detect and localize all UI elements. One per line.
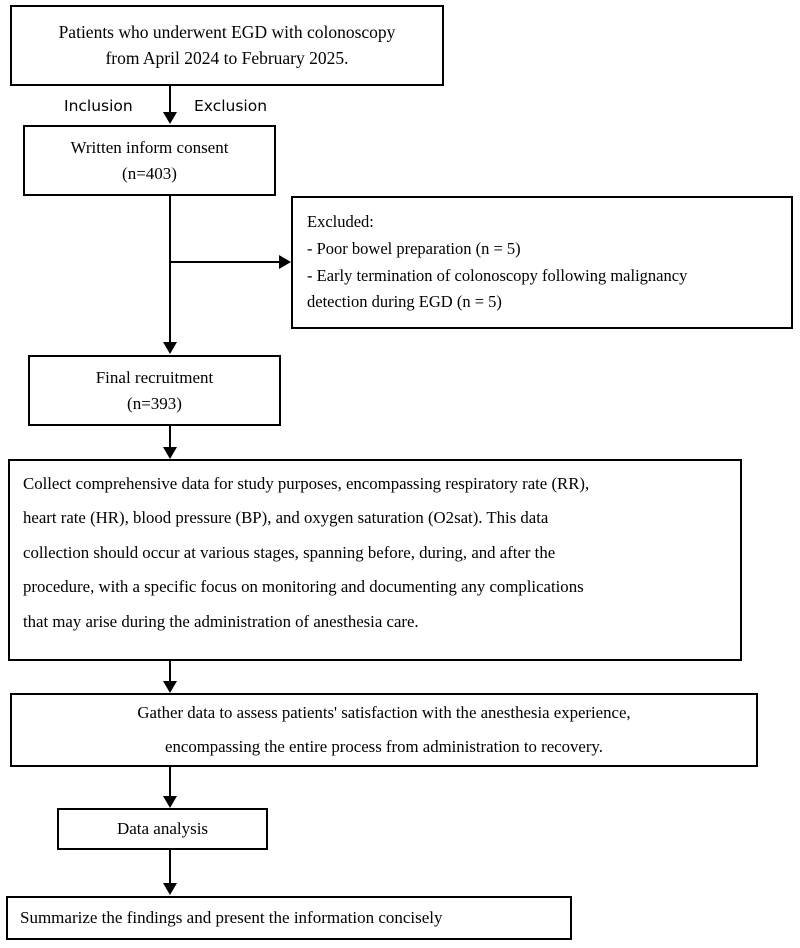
node-consent-line-2: (n=403): [122, 163, 177, 183]
node-final-recruitment: Final recruitment (n=393): [28, 355, 281, 426]
connector-analysis-to-summary: [169, 850, 171, 884]
node-final-line-1: Final recruitment: [95, 368, 214, 387]
arrowhead-final-to-collect: [163, 447, 177, 459]
node-excluded-line-4: detection during EGD (n = 5): [307, 292, 502, 312]
node-satisfaction-line-2: encompassing the entire process from adm…: [165, 737, 603, 756]
node-excluded-line-2: - Poor bowel preparation (n = 5): [307, 238, 521, 258]
arrowhead-enrollment-to-consent: [163, 112, 177, 124]
node-analysis-line-1: Data analysis: [116, 819, 209, 839]
node-satisfaction-line-1: Gather data to assess patients' satisfac…: [137, 703, 631, 723]
node-final-line-2: (n=393): [127, 393, 182, 413]
connector-enrollment-to-consent: [169, 86, 171, 113]
node-collect-line-3: collection should occur at various stage…: [23, 542, 556, 562]
node-collect-line-5: that may arise during the administration…: [23, 611, 419, 631]
arrowhead-to-excluded: [279, 255, 291, 269]
node-enrollment: Patients who underwent EGD with colonosc…: [10, 5, 444, 86]
node-excluded: Excluded: - Poor bowel preparation (n = …: [291, 196, 793, 329]
node-written-inform-consent: Written inform consent (n=403): [23, 125, 276, 196]
branch-label-inclusion: Inclusion: [64, 97, 133, 115]
connector-final-to-collect: [169, 426, 171, 448]
node-consent-line-1: Written inform consent: [70, 138, 229, 157]
node-excluded-line-1: Excluded:: [307, 212, 374, 232]
node-collect-line-4: procedure, with a specific focus on moni…: [23, 577, 584, 597]
node-patient-satisfaction: Gather data to assess patients' satisfac…: [10, 693, 758, 767]
arrowhead-collect-to-satisfaction: [163, 681, 177, 693]
connector-to-excluded: [169, 261, 281, 263]
connector-satisfaction-to-analysis: [169, 767, 171, 798]
node-collect-line-2: heart rate (HR), blood pressure (BP), an…: [23, 508, 549, 528]
connector-consent-to-final: [169, 196, 171, 343]
node-enrollment-line-1: Patients who underwent EGD with colonosc…: [58, 22, 396, 43]
node-collect-data: Collect comprehensive data for study pur…: [8, 459, 742, 661]
node-summary: Summarize the findings and present the i…: [6, 896, 572, 940]
node-data-analysis: Data analysis: [57, 808, 268, 850]
node-excluded-line-3: - Early termination of colonoscopy follo…: [307, 265, 688, 285]
node-enrollment-line-2: from April 2024 to February 2025.: [105, 47, 349, 68]
connector-collect-to-satisfaction: [169, 661, 171, 683]
arrowhead-consent-to-final: [163, 342, 177, 354]
arrowhead-satisfaction-to-analysis: [163, 796, 177, 808]
node-summary-line-1: Summarize the findings and present the i…: [20, 908, 443, 928]
arrowhead-analysis-to-summary: [163, 883, 177, 895]
branch-label-exclusion: Exclusion: [194, 97, 268, 115]
node-collect-line-1: Collect comprehensive data for study pur…: [23, 474, 590, 493]
